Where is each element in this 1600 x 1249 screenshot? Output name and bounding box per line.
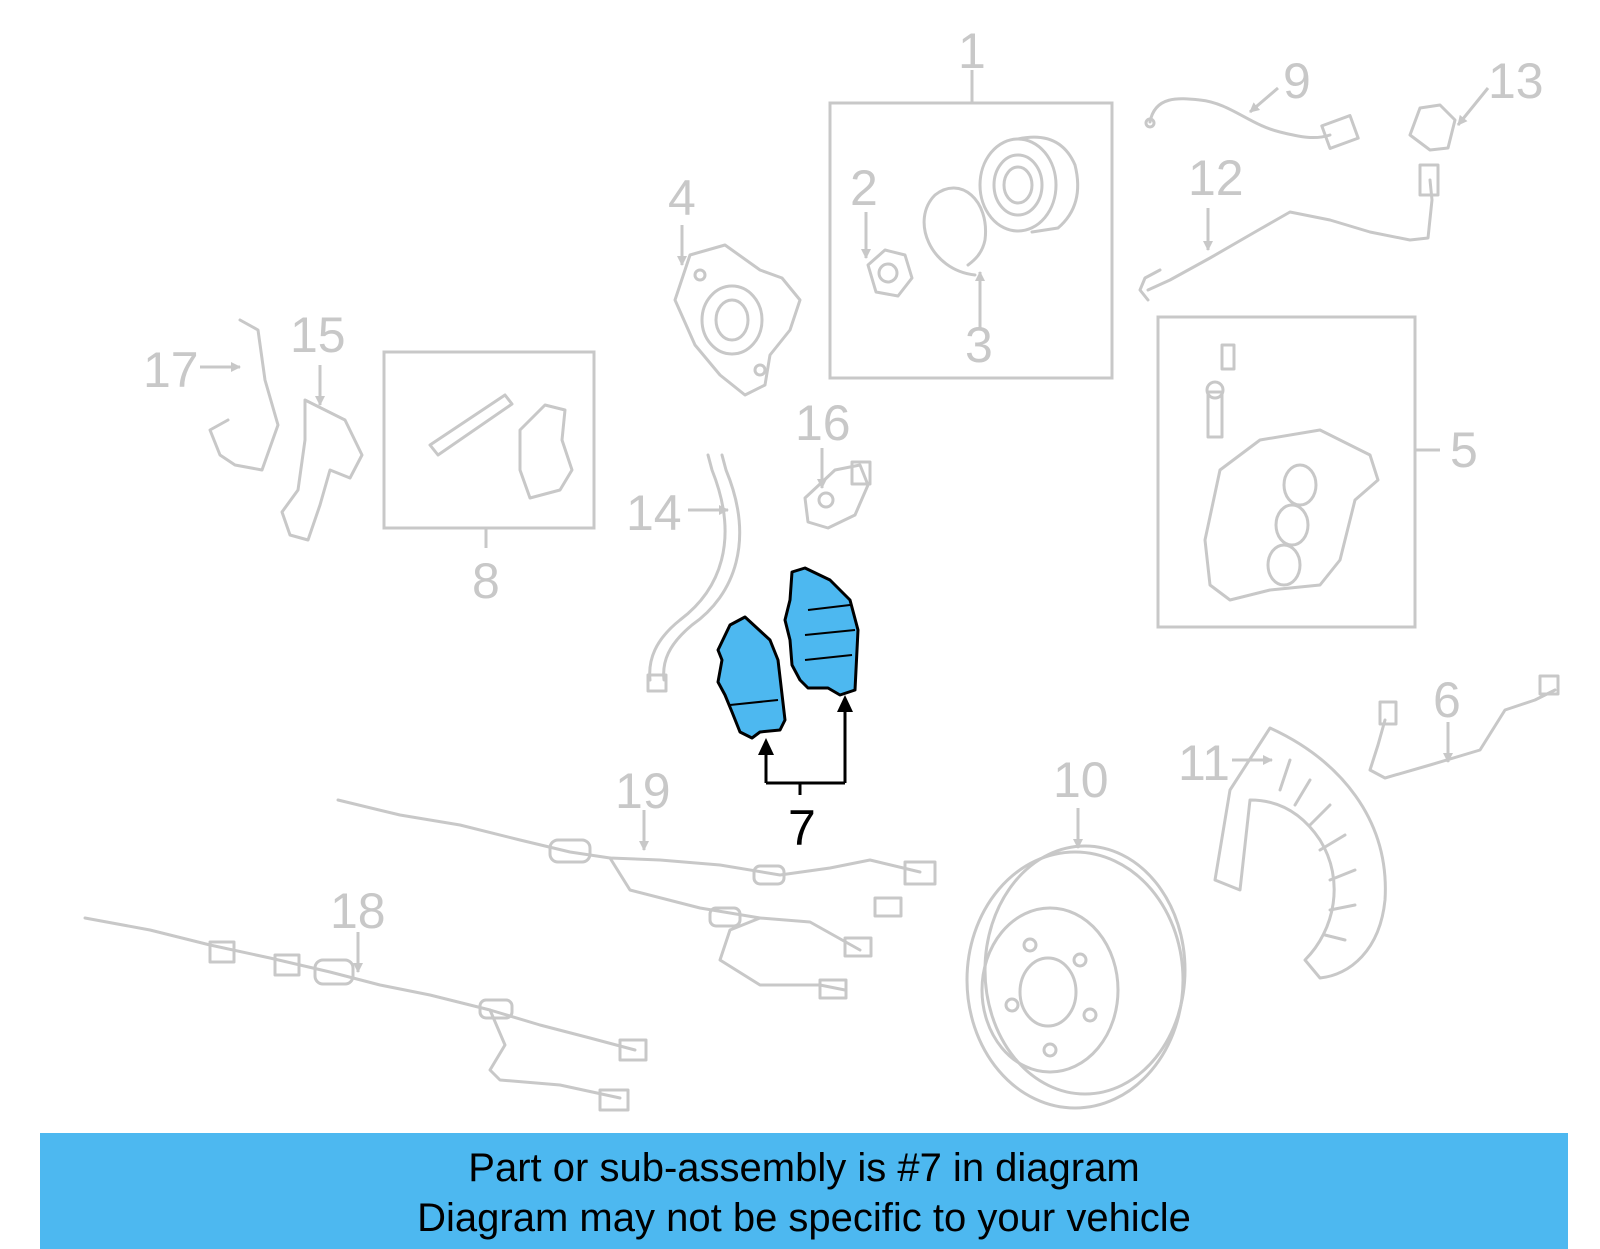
part-5-caliper-group	[1156, 315, 1440, 629]
splash-shield-icon	[1213, 726, 1387, 980]
callout-4: 4	[668, 170, 696, 226]
brake-rotor-icon	[965, 844, 1187, 1110]
part-8-hardware-group	[382, 350, 596, 548]
wear-sensor-harness-18-icon	[83, 916, 648, 1112]
callout-12: 12	[1188, 150, 1244, 206]
callout-14: 14	[626, 485, 682, 541]
part-8-box	[382, 350, 596, 530]
callout-2: 2	[850, 160, 878, 216]
info-banner: Part or sub-assembly is #7 in diagram Di…	[40, 1133, 1568, 1249]
abs-sensor-icon	[803, 460, 872, 530]
part-5-box	[1156, 315, 1417, 629]
callout-16: 16	[795, 395, 851, 451]
callout-11: 11	[1178, 735, 1230, 791]
brake-caliper-icon	[1203, 428, 1380, 602]
banner-line-2: Diagram may not be specific to your vehi…	[417, 1196, 1191, 1240]
callout-18: 18	[330, 883, 386, 939]
wear-sensor-harness-19-icon	[336, 798, 937, 1000]
splash-bracket-icon	[208, 318, 364, 542]
callout-6: 6	[1433, 672, 1461, 728]
callout-19: 19	[615, 763, 671, 819]
guide-pin-icon	[428, 393, 514, 457]
part-1-bearing-kit-group	[828, 70, 1114, 380]
hose-bracket-icon	[1408, 103, 1457, 152]
brake-pad-set-icon	[716, 566, 860, 795]
callout-5: 5	[1450, 422, 1478, 478]
snap-ring-icon	[922, 186, 988, 277]
callout-10: 10	[1053, 752, 1109, 808]
brake-pad-inner	[716, 615, 787, 740]
callout-17: 17	[143, 342, 199, 398]
hub-carrier-icon	[673, 243, 802, 397]
parts-diagram: 1 2 3 4 9 13 12	[83, 23, 1560, 1112]
brake-line-icon	[1138, 163, 1440, 302]
callout-13: 13	[1488, 53, 1544, 109]
brake-pad-outer	[783, 566, 860, 697]
axle-nut-icon	[866, 248, 914, 298]
bleeder-screw-icon	[1205, 343, 1236, 439]
callout-8: 8	[472, 553, 500, 609]
banner-line-1: Part or sub-assembly is #7 in diagram	[468, 1146, 1140, 1190]
rear-brake-line-icon	[1368, 674, 1560, 780]
anti-rattle-spring-icon	[518, 403, 574, 500]
wheel-bearing-icon	[978, 135, 1080, 234]
callout-1: 1	[958, 23, 986, 79]
callout-15: 15	[290, 307, 346, 363]
callout-9: 9	[1283, 53, 1311, 109]
brake-wear-sensor-icon	[1144, 97, 1360, 150]
callout-7: 7	[788, 800, 816, 856]
callout-3: 3	[965, 317, 993, 373]
